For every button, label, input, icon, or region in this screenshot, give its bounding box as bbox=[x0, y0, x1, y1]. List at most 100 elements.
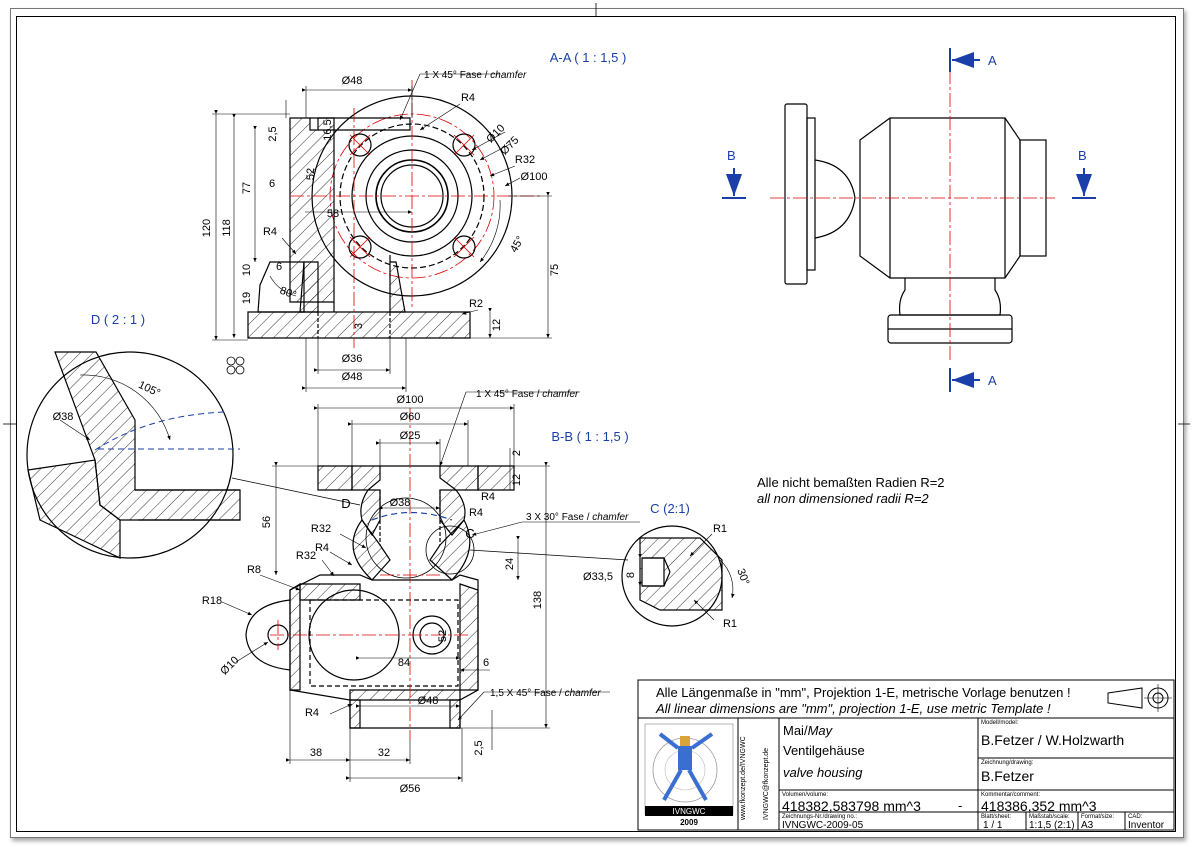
dim-c-30deg: 30° bbox=[734, 567, 751, 587]
section-a-top: A bbox=[988, 53, 997, 68]
dim-75: 75 bbox=[549, 264, 561, 276]
vert-url: www.fkonzept.de/IVNGWC bbox=[740, 736, 747, 821]
dim-120: 120 bbox=[201, 219, 213, 237]
chamfer-note: 1 X 45° Fase / chamfer bbox=[424, 70, 527, 81]
dim-6b: 6 bbox=[276, 261, 282, 273]
dim-bb-2: 2 bbox=[511, 450, 523, 456]
logo-label: IVNGWC bbox=[673, 807, 706, 816]
dim-bb-d48: Ø48 bbox=[418, 695, 439, 707]
tb-name-en: valve housing bbox=[783, 765, 863, 780]
tb-volume-value: 418382,583798 mm^3 bbox=[782, 798, 921, 814]
tb-header-de: Alle Längenmaße in "mm", Projektion 1-E,… bbox=[656, 685, 1071, 700]
tb-model-label: Modell/model: bbox=[981, 720, 1019, 726]
section-b-right: B bbox=[1078, 148, 1087, 163]
vert-mail: IVNGWC@fkonzept.de bbox=[763, 748, 770, 820]
dim-bb-d10: Ø10 bbox=[218, 654, 241, 677]
dim-77: 77 bbox=[241, 182, 253, 194]
dim-r4-left: R4 bbox=[263, 226, 277, 238]
dim-d100: Ø100 bbox=[521, 171, 548, 183]
note-radii-de: Alle nicht bemaßten Radien R=2 bbox=[757, 475, 945, 490]
dim-bb-6: 6 bbox=[483, 657, 489, 669]
dim-bb-38: 38 bbox=[310, 747, 322, 759]
logo-figure bbox=[645, 732, 733, 816]
dim-52: 52 bbox=[305, 168, 317, 180]
tb-drawing-no-value: IVNGWC-2009-05 bbox=[782, 820, 864, 831]
dim-bb-d38: Ø38 bbox=[390, 497, 411, 509]
dim-bb-56: 56 bbox=[261, 516, 273, 528]
dim-bb-138: 138 bbox=[532, 591, 544, 609]
detail-mark-c: C bbox=[465, 526, 474, 541]
view-c-title: C (2:1) bbox=[650, 501, 690, 516]
dim-16-5: 16,5 bbox=[322, 119, 334, 140]
dim-bb-r4a: R4 bbox=[481, 491, 495, 503]
dim-r32: R32 bbox=[515, 154, 535, 166]
section-a-bottom: A bbox=[988, 373, 997, 388]
dim-bb-r32a: R32 bbox=[311, 523, 331, 535]
title-block bbox=[637, 679, 1175, 831]
dim-bb-d25: Ø25 bbox=[400, 430, 421, 442]
dim-c-8: 8 bbox=[625, 572, 637, 578]
dim-bb-84: 84 bbox=[398, 657, 410, 669]
tb-sheet-label: Blatt/sheet: bbox=[981, 814, 1012, 820]
dim-d-d38: Ø38 bbox=[53, 411, 74, 423]
view-d-title: D ( 2 : 1 ) bbox=[91, 312, 145, 327]
view-aa bbox=[212, 73, 552, 392]
dim-bb-r32b: R32 bbox=[296, 550, 316, 562]
dim-bb-r18: R18 bbox=[202, 595, 222, 607]
dim-d48-bottom: Ø48 bbox=[342, 371, 363, 383]
dim-bb-d100: Ø100 bbox=[397, 394, 424, 406]
tb-header-en: All linear dimensions are "mm", projecti… bbox=[656, 701, 1051, 716]
dim-bb-d56: Ø56 bbox=[400, 783, 421, 795]
detail-mark-d: D bbox=[341, 496, 350, 511]
tb-scale-value: 1:1,5 (2:1) bbox=[1029, 820, 1075, 831]
tb-scale-label: Maßstab/scale: bbox=[1029, 814, 1070, 820]
dim-c-d33-5: Ø33,5 bbox=[583, 571, 613, 583]
dim-bb-2-5: 2,5 bbox=[473, 740, 485, 755]
dim-bb-r4c: R4 bbox=[315, 542, 329, 554]
dim-d48-top: Ø48 bbox=[342, 75, 363, 87]
dim-58: 58 bbox=[327, 208, 339, 220]
dim-r2: R2 bbox=[469, 298, 483, 310]
tb-model-value: B.Fetzer / W.Holzwarth bbox=[981, 732, 1125, 748]
note-radii-en: all non dimensioned radii R=2 bbox=[757, 491, 929, 506]
dim-bb-d60: Ø60 bbox=[400, 411, 421, 423]
view-bb bbox=[221, 391, 640, 782]
dim-c-r1b: R1 bbox=[723, 618, 737, 630]
tb-cad-label: CAD: bbox=[1128, 814, 1143, 820]
dim-3: 3 bbox=[353, 323, 365, 329]
bb-chamfer-note: 1 X 45° Fase / chamfer bbox=[476, 389, 579, 400]
tb-comment-label: Kommentar/comment: bbox=[981, 792, 1041, 798]
dim-80deg: 80° bbox=[278, 285, 298, 302]
tb-comment-value: 418386,352 mm^3 bbox=[981, 798, 1097, 814]
tb-date: Mai/May bbox=[783, 723, 833, 738]
dim-bb-r4d: R4 bbox=[305, 707, 319, 719]
dim-118: 118 bbox=[221, 219, 233, 237]
dim-45deg: 45° bbox=[508, 234, 527, 254]
tb-drawing-value: B.Fetzer bbox=[981, 768, 1034, 784]
dim-d36: Ø36 bbox=[342, 353, 363, 365]
dim-bb-12: 12 bbox=[511, 474, 523, 486]
dim-6: 6 bbox=[269, 178, 275, 190]
tb-volume-label: Volumen/volume: bbox=[782, 792, 829, 798]
dim-r4-top: R4 bbox=[461, 92, 475, 104]
section-b-left: B bbox=[727, 148, 736, 163]
dim-10: 10 bbox=[241, 264, 253, 276]
tb-drawing-no-label: Zeichnungs-Nr./drawing no.: bbox=[782, 814, 858, 820]
tb-format-label: Format/size: bbox=[1081, 814, 1115, 820]
dim-bb-r8: R8 bbox=[247, 564, 261, 576]
dim-bb-52: 52 bbox=[437, 630, 449, 642]
tb-volume-dash: - bbox=[958, 798, 963, 813]
drawing-frame bbox=[16, 16, 1176, 832]
section-arrows bbox=[722, 48, 1096, 392]
dim-12: 12 bbox=[491, 319, 503, 331]
bb-chamfer3-note: 3 X 30° Fase / chamfer bbox=[526, 512, 629, 523]
dim-c-r1a: R1 bbox=[713, 523, 727, 535]
view-detail-d bbox=[26, 351, 241, 559]
view-detail-c bbox=[621, 525, 735, 627]
tb-sheet-value: 1 / 1 bbox=[983, 820, 1003, 831]
bb-chamfer15-note: 1,5 X 45° Fase / chamfer bbox=[490, 688, 601, 699]
dim-2-5: 2,5 bbox=[267, 126, 279, 141]
logo-year: 2009 bbox=[680, 818, 698, 827]
tb-name-de: Ventilgehäuse bbox=[783, 743, 865, 758]
